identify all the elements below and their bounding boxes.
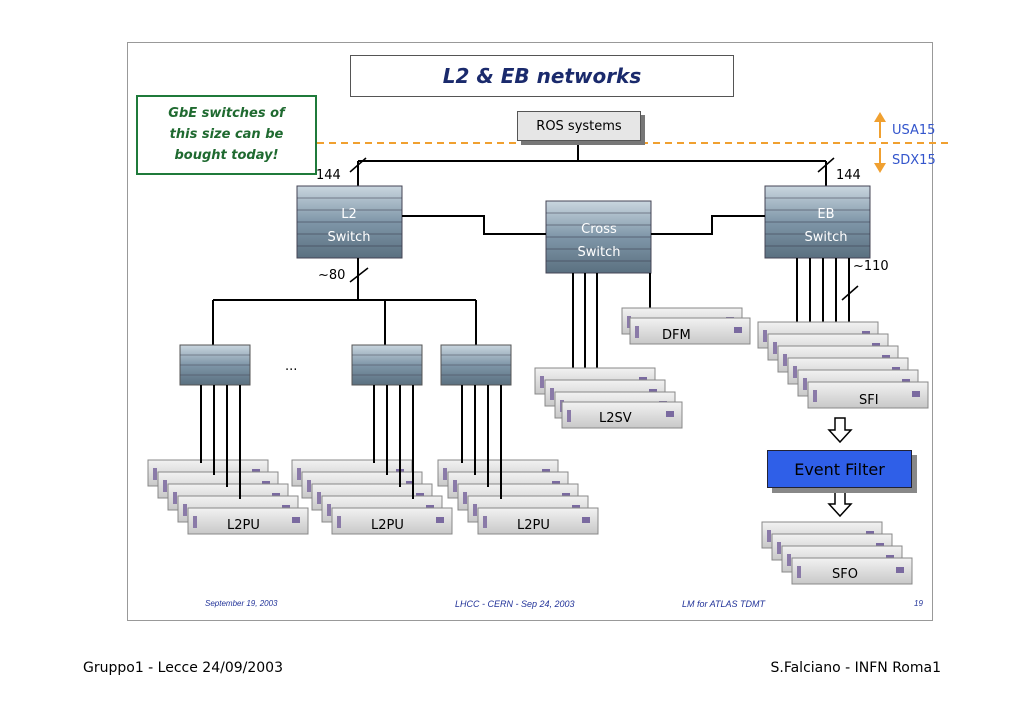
cross-switch-label-1: Cross <box>581 222 617 237</box>
footer-event: LHCC - CERN - Sep 24, 2003 <box>455 599 575 609</box>
gbe-note: GbE switches of this size can be bought … <box>136 95 317 175</box>
l2pu-label-3: L2PU <box>517 518 550 533</box>
l2-switch-label-1: L2 <box>341 207 357 222</box>
eb-in-count: 144 <box>836 168 861 183</box>
small-switch-2-icon <box>351 344 423 386</box>
footer-page: 19 <box>914 599 923 608</box>
l2-out-count: ~80 <box>318 268 345 283</box>
footer-date: September 19, 2003 <box>205 599 278 608</box>
footer-author: LM for ATLAS TDMT <box>682 599 766 609</box>
usa15-label: USA15 <box>892 123 936 138</box>
eb-out-count: ~110 <box>853 259 889 274</box>
sfi-stack <box>757 321 929 409</box>
eb-switch-label-2: Switch <box>805 230 848 245</box>
sfi-label: SFI <box>859 393 879 408</box>
event-filter-box: Event Filter <box>767 450 912 488</box>
small-switch-1-icon <box>179 344 251 386</box>
ros-systems-box: ROS systems <box>517 111 641 141</box>
bottom-left-caption: Gruppo1 - Lecce 24/09/2003 <box>83 660 283 676</box>
l2-in-count: 144 <box>316 168 341 183</box>
eb-switch-icon <box>764 185 871 259</box>
note-line-3: bought today! <box>174 148 279 163</box>
l2pu-label-1: L2PU <box>227 518 260 533</box>
cross-switch-label-2: Switch <box>578 245 621 260</box>
l2-switch-label-2: Switch <box>328 230 371 245</box>
sfo-label: SFO <box>832 567 858 582</box>
ellipsis: ... <box>285 359 297 374</box>
dfm-label: DFM <box>662 328 691 343</box>
small-switch-3-icon <box>440 344 512 386</box>
l2sv-label: L2SV <box>599 411 632 426</box>
sfi-to-ef-arrow-icon <box>827 417 853 444</box>
eb-switch-label-1: EB <box>817 207 834 222</box>
sdx15-label: SDX15 <box>892 153 936 168</box>
note-line-1: GbE switches of <box>168 106 285 121</box>
slide-title: L2 & EB networks <box>350 55 734 97</box>
l2pu-label-2: L2PU <box>371 518 404 533</box>
l2-switch-icon <box>296 185 403 259</box>
note-line-2: this size can be <box>169 127 284 142</box>
cross-switch-icon <box>545 200 652 274</box>
ef-to-sfo-arrow-icon <box>827 491 853 518</box>
bottom-right-caption: S.Falciano - INFN Roma1 <box>770 660 942 676</box>
